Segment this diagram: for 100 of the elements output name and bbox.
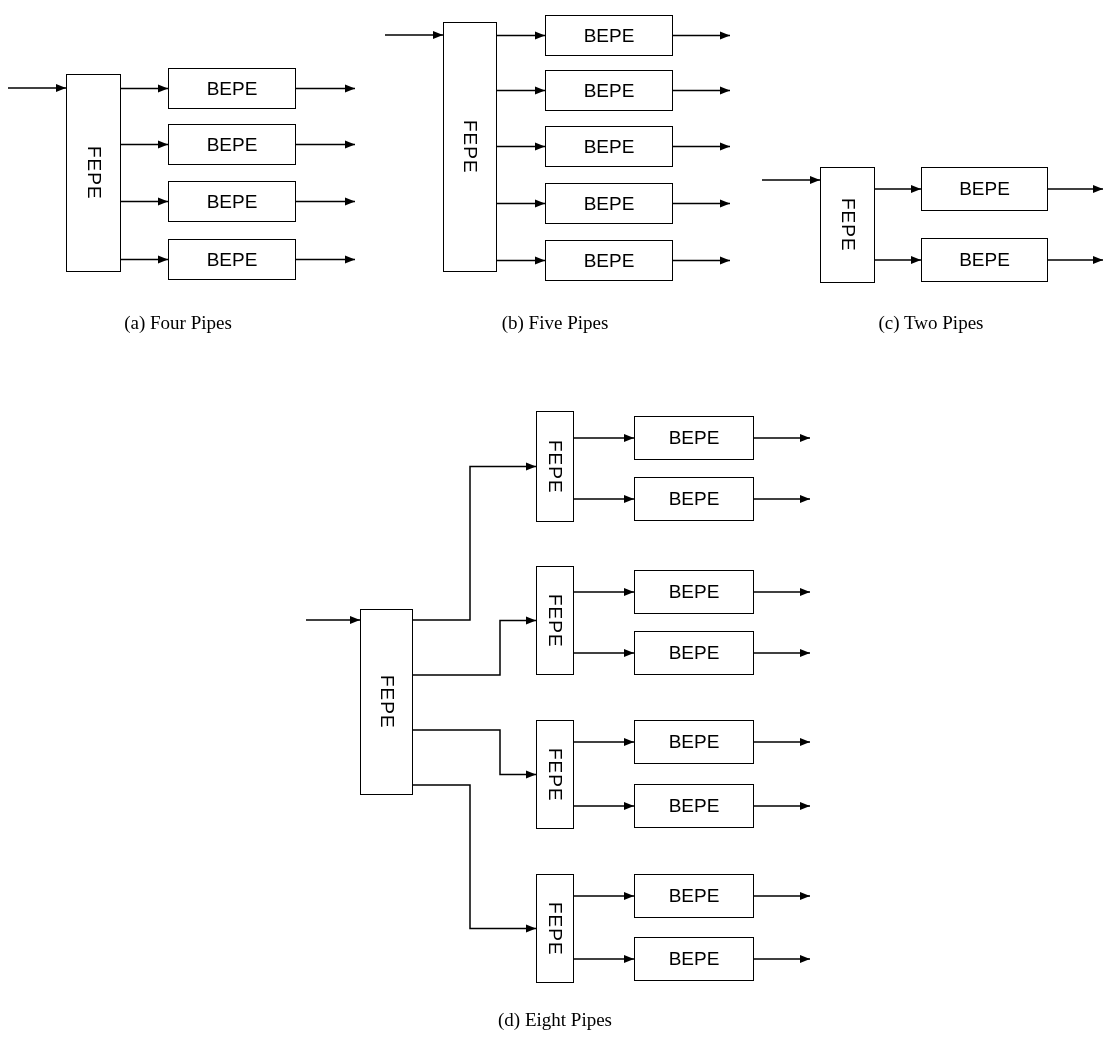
arrow: [573, 495, 635, 503]
arrow: [753, 495, 811, 503]
backend-box: [634, 874, 754, 918]
arrow: [295, 84, 356, 93]
arrow: [305, 616, 361, 624]
box-label: FEPE: [544, 747, 566, 802]
arrow: [753, 434, 811, 442]
box-label: FEPE: [836, 198, 859, 252]
subfigure-caption: (c) Two Pipes: [878, 312, 984, 334]
backend-box: [545, 70, 673, 111]
box-label: FEPE: [544, 593, 566, 648]
backend-box: [634, 784, 754, 828]
arrow: [384, 31, 444, 39]
box-label: BEPE: [668, 427, 720, 449]
arrow: [753, 955, 811, 963]
box-label: BEPE: [583, 79, 635, 102]
arrow: [295, 197, 356, 206]
arrow: [573, 802, 635, 810]
frontend-box: [536, 566, 574, 675]
arrow: [496, 31, 546, 40]
box-label: FEPE: [82, 146, 105, 200]
box-label: FEPE: [544, 901, 566, 956]
backend-box: [545, 15, 673, 56]
arrow: [412, 616, 537, 676]
arrow: [295, 140, 356, 149]
box-label: BEPE: [668, 731, 720, 753]
box-label: BEPE: [668, 948, 720, 970]
box-label: BEPE: [206, 190, 258, 213]
arrow: [672, 142, 731, 151]
arrow: [672, 31, 731, 40]
arrow: [573, 955, 635, 963]
box-label: BEPE: [668, 488, 720, 510]
box-label: BEPE: [206, 77, 258, 100]
arrow: [1047, 185, 1104, 193]
box-label: BEPE: [668, 885, 720, 907]
backend-box: [168, 239, 296, 280]
backend-box: [168, 68, 296, 109]
frontend-box: [443, 22, 497, 272]
arrow: [753, 892, 811, 900]
arrow: [120, 140, 169, 149]
box-label: BEPE: [583, 192, 635, 215]
arrow: [7, 84, 67, 92]
arrow: [573, 434, 635, 442]
frontend-box: [820, 167, 875, 283]
backend-box: [168, 181, 296, 222]
arrow: [412, 462, 537, 621]
box-label: BEPE: [583, 249, 635, 272]
backend-box: [634, 720, 754, 764]
backend-box: [634, 937, 754, 981]
backend-box: [634, 631, 754, 675]
backend-box: [168, 124, 296, 165]
arrow: [496, 142, 546, 151]
arrow: [573, 892, 635, 900]
arrow: [120, 197, 169, 206]
frontend-box: [536, 720, 574, 829]
arrow: [753, 588, 811, 596]
box-label: BEPE: [583, 24, 635, 47]
box-label: FEPE: [459, 120, 481, 174]
arrow: [573, 588, 635, 596]
arrow: [672, 256, 731, 265]
arrow: [672, 86, 731, 95]
arrow: [496, 256, 546, 265]
arrow: [874, 256, 922, 264]
subfigure-caption: (d) Eight Pipes: [498, 1009, 612, 1031]
arrow: [753, 738, 811, 746]
frontend-box: [66, 74, 121, 272]
arrow: [412, 784, 537, 933]
arrow: [412, 729, 537, 779]
backend-box: [921, 238, 1048, 282]
arrow: [672, 199, 731, 208]
box-label: BEPE: [959, 178, 1010, 200]
arrow: [874, 185, 922, 193]
arrow: [496, 86, 546, 95]
arrow: [761, 176, 821, 184]
box-label: BEPE: [959, 249, 1010, 271]
box-label: BEPE: [668, 642, 720, 664]
arrow: [496, 199, 546, 208]
frontend-box: [536, 411, 574, 522]
arrow: [1047, 256, 1104, 264]
backend-box: [545, 126, 673, 167]
backend-box: [545, 240, 673, 281]
frontend-box: [536, 874, 574, 983]
arrow: [295, 255, 356, 264]
box-label: FEPE: [375, 675, 398, 729]
arrow: [753, 649, 811, 657]
box-label: FEPE: [544, 439, 566, 494]
box-label: BEPE: [206, 248, 258, 271]
arrow: [573, 738, 635, 746]
arrow: [120, 84, 169, 93]
subfigure-caption: (a) Four Pipes: [124, 312, 232, 334]
arrow: [573, 649, 635, 657]
frontend-box: [360, 609, 413, 795]
backend-box: [634, 477, 754, 521]
subfigure-caption: (b) Five Pipes: [501, 312, 609, 334]
box-label: BEPE: [668, 795, 720, 817]
box-label: BEPE: [583, 135, 635, 158]
box-label: BEPE: [668, 581, 720, 603]
arrow: [753, 802, 811, 810]
arrow: [120, 255, 169, 264]
backend-box: [921, 167, 1048, 211]
